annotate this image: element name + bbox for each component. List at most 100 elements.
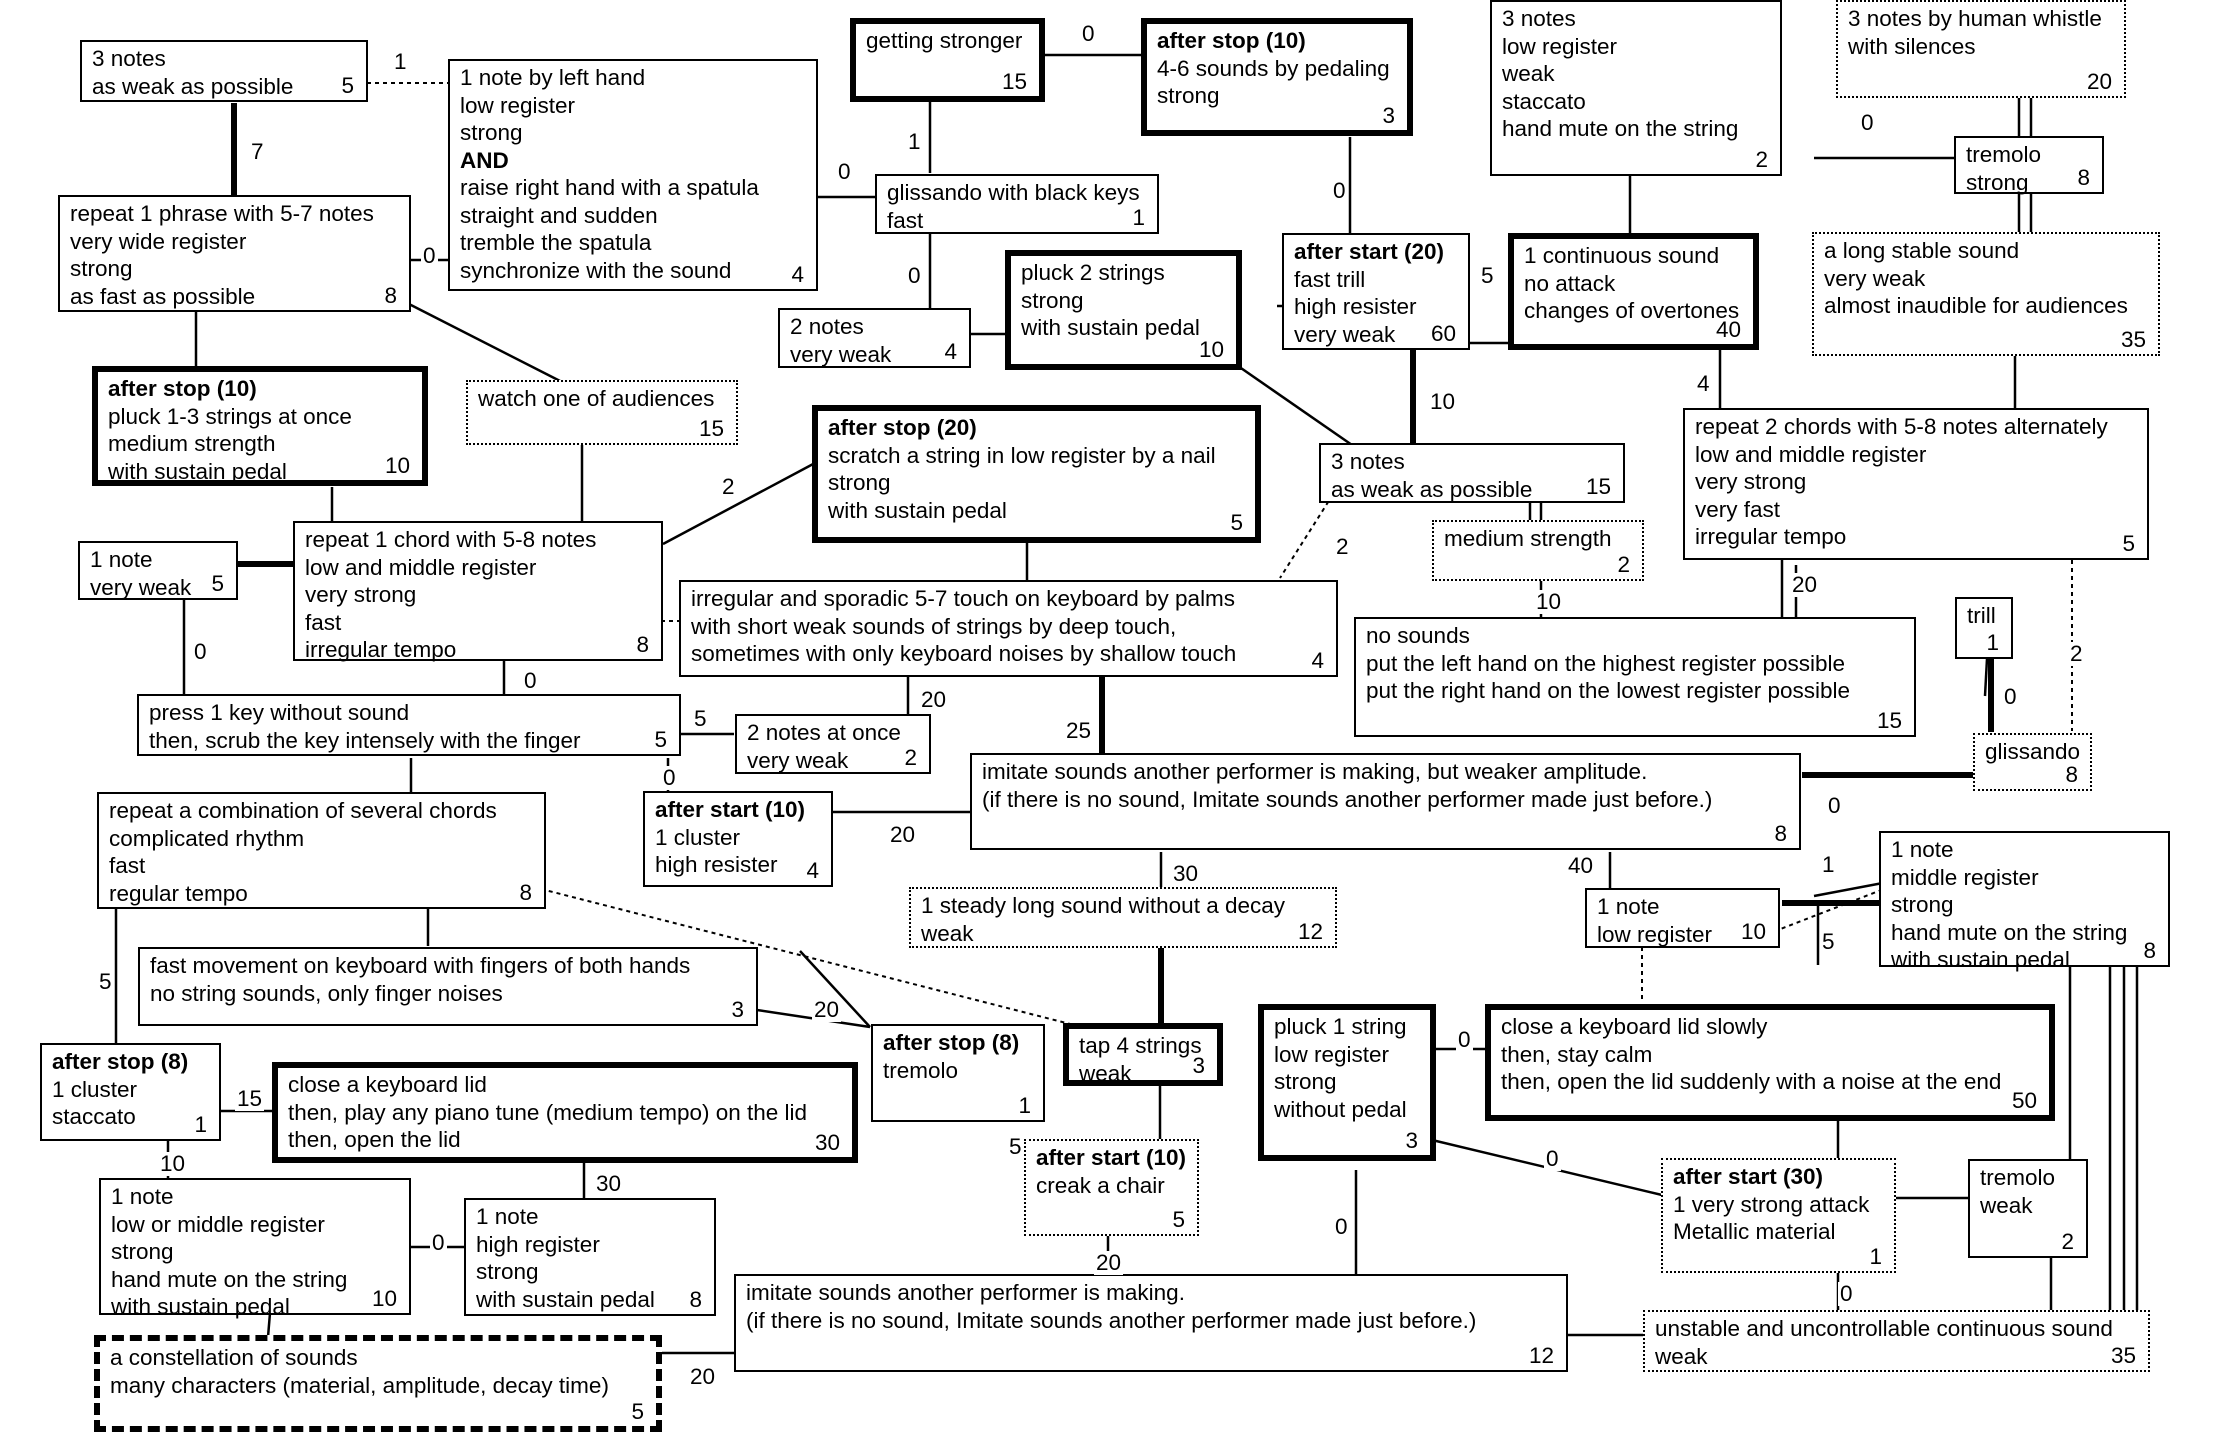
- node-line: very strong: [1695, 469, 1807, 494]
- edge-label: 0: [522, 668, 539, 693]
- node-line: a long stable sound: [1824, 238, 2020, 263]
- node-line: staccato: [1502, 88, 1586, 114]
- node-line: middle register: [1891, 864, 2039, 890]
- node-value: 10: [384, 452, 410, 478]
- node-value: 1: [194, 1111, 207, 1137]
- node-value: 5: [1172, 1206, 1185, 1232]
- node-line: pluck 2 strings: [1021, 260, 1165, 285]
- node-line: 2 notes: [790, 314, 864, 339]
- node-line: getting stronger: [866, 28, 1023, 53]
- edge-label: 2: [720, 474, 737, 499]
- node-line: very weak: [90, 574, 192, 600]
- node-value: 1: [1132, 204, 1145, 230]
- node-fast-movement-keyboard: fast movement on keyboard with fingers o…: [138, 947, 758, 1026]
- node-value: 3: [1192, 1052, 1205, 1078]
- node-line: synchronize with the sound: [460, 257, 732, 283]
- node-line: very strong: [305, 582, 417, 607]
- node-line: AND: [460, 147, 509, 173]
- node-value: 12: [1297, 918, 1323, 944]
- node-line: put the left hand on the highest registe…: [1366, 650, 1846, 676]
- node-value: 2: [904, 744, 917, 770]
- node-line: strong: [1021, 287, 1084, 313]
- node-line: straight and sudden: [460, 202, 658, 228]
- node-line: as fast as possible: [70, 283, 256, 309]
- node-line: irregular and sporadic 5-7 touch on keyb…: [691, 586, 1236, 611]
- node-line: glissando: [1985, 739, 2080, 764]
- node-line: pluck 1-3 strings at once: [108, 403, 352, 429]
- node-value: 8: [384, 282, 397, 308]
- node-line: no string sounds, only finger noises: [150, 980, 503, 1006]
- node-line: very weak: [1824, 265, 1926, 291]
- node-line: with sustain pedal: [476, 1286, 655, 1312]
- node-line: low register: [1502, 33, 1618, 59]
- node-line: then, open the lid: [288, 1127, 461, 1152]
- node-line: after start (30): [1673, 1164, 1824, 1189]
- edge: [799, 950, 871, 1028]
- node-line: 3 notes: [1331, 449, 1405, 474]
- node-line: with silences: [1848, 33, 1976, 59]
- node-line: then, stay calm: [1501, 1041, 1653, 1067]
- node-value: 35: [2110, 1342, 2136, 1368]
- node-line: fast: [305, 609, 342, 635]
- node-value: 1: [1869, 1243, 1882, 1269]
- node-line: weak: [1079, 1060, 1132, 1086]
- edge-label: 0: [1456, 1027, 1473, 1052]
- node-value: 5: [211, 570, 224, 596]
- edge: [266, 1312, 272, 1338]
- node-line: low register: [1597, 921, 1713, 947]
- node-value: 8: [689, 1286, 702, 1312]
- node-line: low register: [1274, 1041, 1390, 1067]
- node-line: fast movement on keyboard with fingers o…: [150, 953, 691, 978]
- node-line: weak: [1980, 1192, 2033, 1218]
- node-line: low and middle register: [1695, 441, 1927, 467]
- node-line: raise right hand with a spatula: [460, 175, 759, 200]
- node-line: with short weak sounds of strings by dee…: [691, 613, 1177, 639]
- node-line: (if there is no sound, Imitate sounds an…: [982, 786, 1713, 812]
- edge-label: 5: [692, 706, 709, 731]
- node-value: 10: [1198, 336, 1224, 362]
- node-line: low and middle register: [305, 554, 537, 580]
- node-line: 1 note: [111, 1184, 174, 1209]
- node-line: tremolo: [1980, 1165, 2056, 1190]
- node-line: 4-6 sounds by pedaling: [1157, 55, 1390, 81]
- node-line: 1 cluster: [655, 824, 741, 850]
- edge-label: 20: [888, 822, 918, 847]
- node-line: changes of overtones: [1524, 298, 1740, 323]
- node-line: repeat 1 chord with 5-8 notes: [305, 527, 597, 552]
- node-value: 1: [1018, 1092, 1031, 1118]
- node-line: almost inaudible for audiences: [1824, 293, 2128, 318]
- node-line: with sustain pedal: [828, 497, 1007, 523]
- edge-label: 5: [1820, 929, 1837, 954]
- edge: [406, 301, 563, 384]
- node-line: medium strength: [108, 431, 276, 456]
- node-line: 1 note by left hand: [460, 65, 646, 90]
- node-line: very weak: [1294, 321, 1396, 347]
- node-value: 15: [698, 415, 724, 441]
- node-value: 40: [1715, 316, 1741, 342]
- node-line: 1 note: [1891, 837, 1954, 862]
- node-value: 50: [2011, 1087, 2037, 1113]
- node-line: after start (10): [655, 797, 806, 822]
- node-value: 5: [631, 1398, 644, 1424]
